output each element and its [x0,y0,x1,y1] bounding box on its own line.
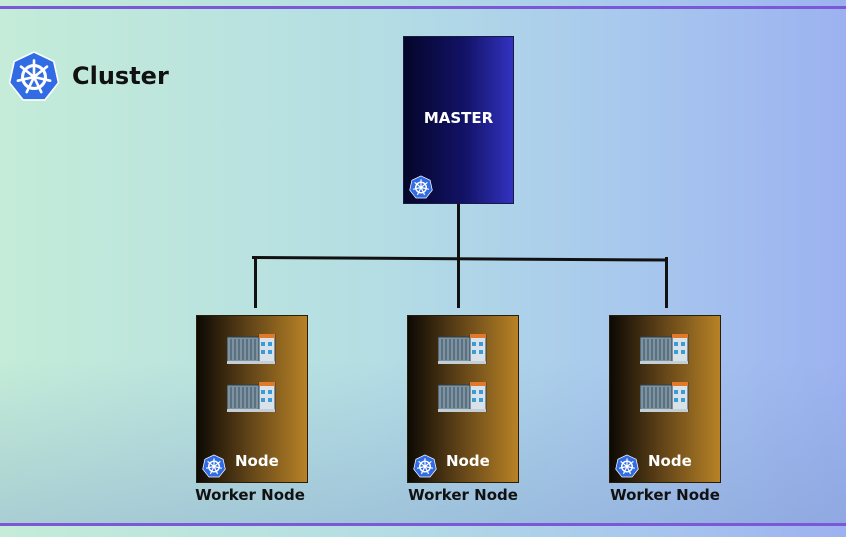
worker-node-caption: Worker Node [408,486,518,504]
frame-top-line [0,6,846,9]
kubernetes-icon [615,454,639,478]
node-1-drop-line [254,257,257,308]
worker-node-caption: Worker Node [195,486,305,504]
server-rack-icon [640,334,690,364]
kubernetes-icon [8,50,60,102]
worker-node-1: Node [196,315,308,483]
master-label: MASTER [423,109,494,127]
cluster-title: Cluster [8,50,169,102]
worker-node-3: Node [609,315,721,483]
server-rack-icon [227,382,277,412]
worker-node-caption: Worker Node [610,486,720,504]
master-trunk-line [457,204,460,308]
server-rack-icon [227,334,277,364]
node-label: Node [648,452,692,470]
server-rack-icon [438,382,488,412]
worker-node-2: Node [407,315,519,483]
kubernetes-icon [202,454,226,478]
node-label: Node [446,452,490,470]
kubernetes-icon [413,454,437,478]
node-3-drop-line [665,257,668,308]
cluster-title-text: Cluster [72,62,169,90]
kubernetes-icon [409,175,433,199]
node-label: Node [235,452,279,470]
master-box: MASTER [403,36,514,204]
server-rack-icon [438,334,488,364]
server-rack-icon [640,382,690,412]
frame-bottom-line [0,523,846,526]
